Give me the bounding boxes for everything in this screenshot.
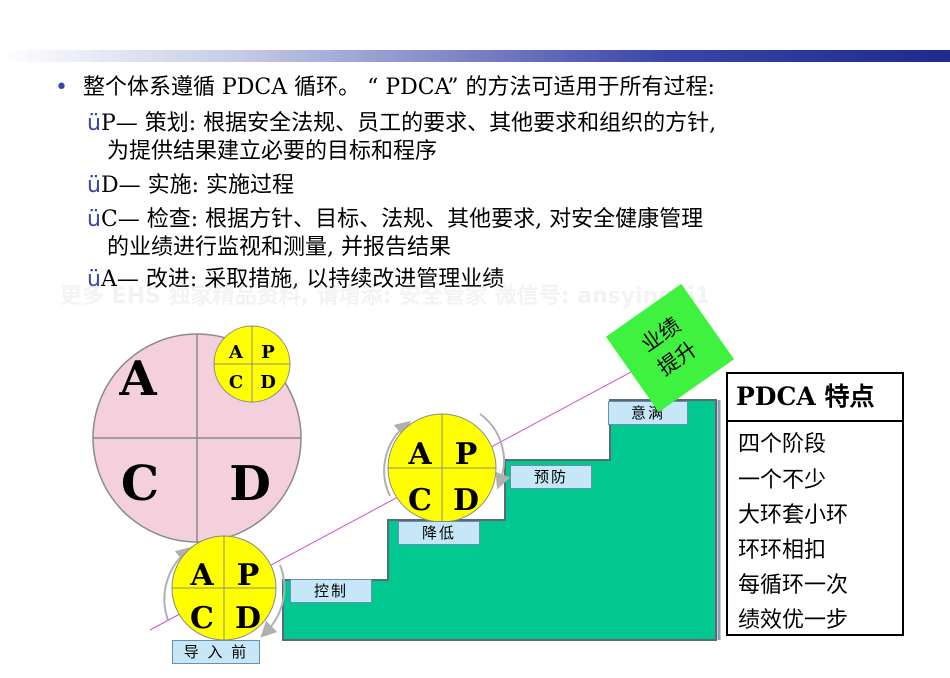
pdca-circle-bottom: A P C D — [163, 535, 286, 641]
plan-line-1: üP— 策划: 根据安全法规、员工的要求、其他要求和组织的方针, — [87, 108, 716, 139]
circle-2-d: D — [453, 483, 479, 518]
check-mark-icon: ü — [87, 111, 101, 136]
check-line-1: üC— 检查: 根据方针、目标、法规、其他要求, 对安全健康管理 — [87, 204, 703, 235]
check-text-1: C— 检查: 根据方针、目标、法规、其他要求, 对安全健康管理 — [100, 207, 704, 232]
stage-label-control: 控制 — [290, 579, 372, 603]
feature-item: 绩效优一步 — [738, 608, 849, 633]
do-text: D— 实施: 实施过程 — [100, 173, 294, 198]
circle-1-d: D — [235, 601, 261, 636]
circle-1-a: A — [189, 558, 214, 593]
cycle-arrow-icon — [163, 546, 193, 621]
stage-label-before: 导 入 前 — [172, 640, 260, 664]
circle-2-c: C — [408, 483, 432, 518]
improvement-staircase — [282, 399, 717, 641]
watermark-text: 更多 EHS 独家精品资料, 请增添: 安全管家 微信号: ansyingsj1 — [60, 284, 711, 309]
bullet-icon: • — [55, 75, 68, 100]
plan-text-1: P— 策划: 根据安全法规、员工的要求、其他要求和组织的方针, — [100, 111, 717, 136]
circle-2-p: P — [455, 437, 478, 472]
small-pdca-circle: A P C D — [213, 325, 291, 403]
stage-label-satisfy: 意满 — [608, 401, 688, 425]
act-text: A— 改进: 采取措施, 以持续改进管理业绩 — [100, 267, 505, 292]
intro-text: 整个体系遵循 PDCA 循环。 “ PDCA” 的方法可适用于所有过程: — [82, 75, 715, 100]
check-mark-icon: ü — [87, 267, 101, 292]
check-mark-icon: ü — [87, 207, 101, 232]
big-circle-d: D — [229, 456, 271, 512]
do-line: üD— 实施: 实施过程 — [87, 170, 294, 201]
intro-line: • 整个体系遵循 PDCA 循环。 “ PDCA” 的方法可适用于所有过程: — [55, 72, 715, 103]
feature-item: 大环套小环 — [738, 503, 849, 528]
circle-2-a: A — [407, 437, 432, 472]
act-line: üA— 改进: 采取措施, 以持续改进管理业绩 — [87, 264, 504, 295]
stage-label-reduce: 降低 — [398, 521, 480, 545]
small-circle-p: P — [261, 342, 275, 363]
circle-1-p: P — [237, 558, 260, 593]
feature-item: 一个不少 — [738, 468, 827, 493]
feature-item: 环环相扣 — [738, 538, 827, 563]
big-circle-a: A — [118, 351, 157, 407]
stage-label-prevent: 预防 — [510, 465, 592, 489]
check-mark-icon: ü — [87, 173, 101, 198]
feature-item: 四个阶段 — [738, 432, 827, 457]
small-circle-d: D — [260, 372, 276, 393]
circle-1-c: C — [190, 601, 214, 636]
cycle-arrow-icon — [260, 564, 286, 638]
plan-line-2: 为提供结果建立必要的目标和程序 — [107, 139, 438, 164]
cycle-arrow-icon — [383, 420, 412, 497]
check-line-2: 的业绩进行监视和测量, 并报告结果 — [107, 235, 451, 260]
small-circle-c: C — [229, 372, 243, 393]
cycle-arrow-icon — [479, 413, 511, 490]
feature-item: 每循环一次 — [738, 573, 849, 598]
small-circle-a: A — [228, 342, 244, 363]
pdca-circle-middle: A P C D — [383, 413, 511, 523]
features-title: PDCA 特点 — [728, 374, 902, 422]
big-circle-c: C — [121, 456, 159, 512]
header-gradient-bar — [0, 50, 950, 62]
pdca-features-box: PDCA 特点 四个阶段 一个不少 大环套小环 环环相扣 每循环一次 绩效优一步 — [726, 372, 904, 636]
